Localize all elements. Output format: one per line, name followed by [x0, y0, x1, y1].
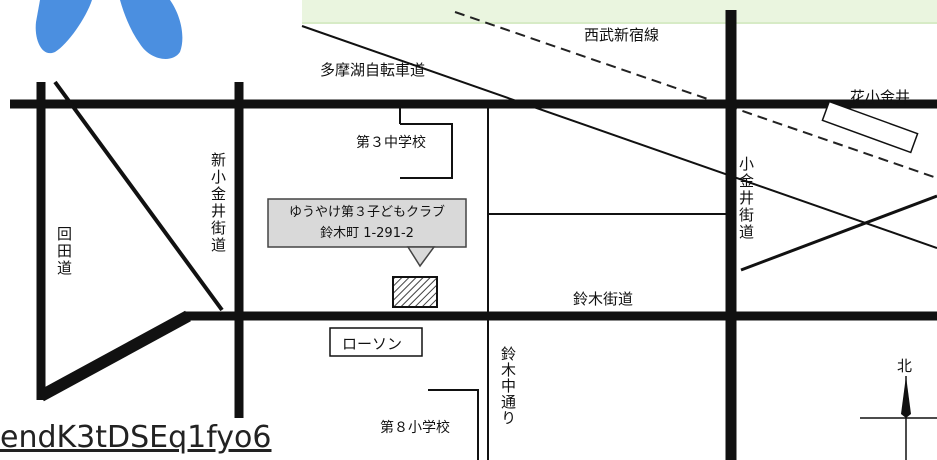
es-outline	[428, 389, 479, 460]
railway-line	[454, 11, 937, 179]
diagonal-road-lower	[38, 310, 191, 402]
callout-pointer	[406, 246, 436, 268]
kaiden-michi-label: 回田道	[55, 226, 73, 277]
store-box	[329, 327, 423, 357]
diagonal-road-right	[740, 194, 937, 272]
es-label: 第８小学校	[380, 419, 450, 436]
map-link[interactable]: endK3tDSEq1fyo6	[0, 418, 276, 458]
compass-north-icon	[860, 376, 937, 460]
jhs-outline	[399, 104, 453, 179]
bike-road-line	[301, 25, 937, 249]
logo-blob-icon	[35, 0, 183, 59]
header-band	[302, 0, 937, 24]
callout-line1: ゆうやけ第３子どもクラブ	[289, 204, 445, 220]
jhs-label: 第３中学校	[356, 134, 426, 151]
railway-label: 西武新宿線	[584, 26, 659, 44]
store-label: ローソン	[342, 335, 402, 353]
suzuki-naka-dori-label: 鈴木中通り	[499, 346, 517, 426]
suzuki-kaido-label: 鈴木街道	[573, 290, 633, 308]
koganei-kaido-label: 小金井街道	[737, 156, 755, 241]
station-label: 花小金井	[850, 88, 910, 106]
bike-road-label: 多摩湖自転車道	[320, 61, 425, 79]
diagonal-road-left	[53, 80, 224, 312]
club-location-marker	[392, 276, 438, 308]
station-building	[821, 100, 919, 154]
shinkoganei-kaido-label: 新小金井街道	[209, 152, 227, 254]
callout-box	[267, 198, 467, 248]
callout-line2: 鈴木町 1-291-2	[320, 226, 414, 241]
compass-north-label: 北	[897, 357, 912, 375]
